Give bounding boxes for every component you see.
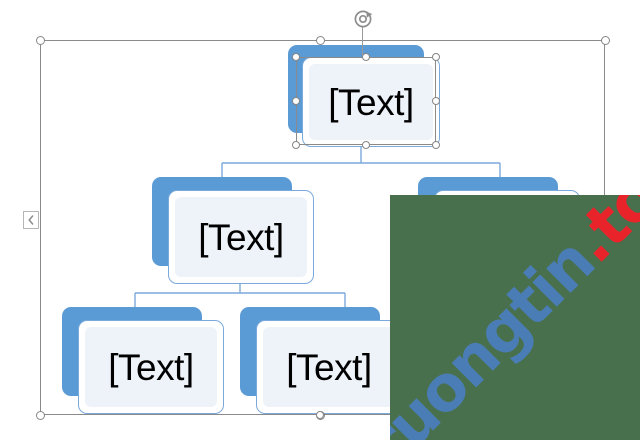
node-body[interactable]: [Text]: [168, 190, 314, 284]
node-body[interactable]: [Text]: [256, 320, 402, 414]
shape-handle-middle-left[interactable]: [292, 97, 300, 105]
node-inner-fill: [309, 64, 433, 140]
watermark-site-name: Truongtin: [390, 224, 608, 440]
shape-handle-top-center[interactable]: [362, 53, 370, 61]
watermark-text: Truongtin.top: [390, 195, 640, 440]
node-inner-fill: [85, 327, 217, 407]
smartart-node-1[interactable]: [Text]: [288, 45, 440, 147]
node-label: [Text]: [328, 81, 414, 123]
rotate-arrow-icon: [354, 10, 373, 28]
smartart-node-5[interactable]: [Text]: [240, 307, 406, 414]
shape-handle-top-right[interactable]: [432, 53, 440, 61]
shape-handle-bottom-right[interactable]: [432, 141, 440, 149]
node-label: [Text]: [108, 346, 194, 388]
selected-shape-outline[interactable]: [296, 57, 436, 145]
rotate-icon[interactable]: [352, 8, 374, 30]
shape-handle-bottom-center[interactable]: [362, 141, 370, 149]
shape-handle-bottom-left[interactable]: [292, 141, 300, 149]
smartart-node-2[interactable]: [Text]: [152, 177, 314, 284]
chevron-left-icon: [28, 215, 34, 225]
smartart-node-4[interactable]: [Text]: [62, 307, 224, 414]
node-body[interactable]: [Text]: [302, 57, 440, 147]
node-inner-fill: [175, 197, 307, 277]
resize-handle-top-left[interactable]: [35, 35, 45, 45]
resize-handle-top-right[interactable]: [600, 35, 610, 45]
resize-handle-bottom-left[interactable]: [35, 410, 45, 420]
watermark-overlay: Truongtin.top: [390, 195, 640, 440]
node-label: [Text]: [286, 346, 372, 388]
shape-handle-top-left[interactable]: [292, 53, 300, 61]
shape-handle-middle-right[interactable]: [432, 97, 440, 105]
resize-handle-top-center[interactable]: [315, 35, 325, 45]
rotate-handle-stem: [362, 27, 363, 58]
node-inner-fill: [263, 327, 395, 407]
shape-handle-extra[interactable]: [316, 411, 324, 419]
node-body[interactable]: [Text]: [78, 320, 224, 414]
node-label: [Text]: [198, 216, 284, 258]
text-pane-toggle-button[interactable]: [23, 211, 39, 229]
